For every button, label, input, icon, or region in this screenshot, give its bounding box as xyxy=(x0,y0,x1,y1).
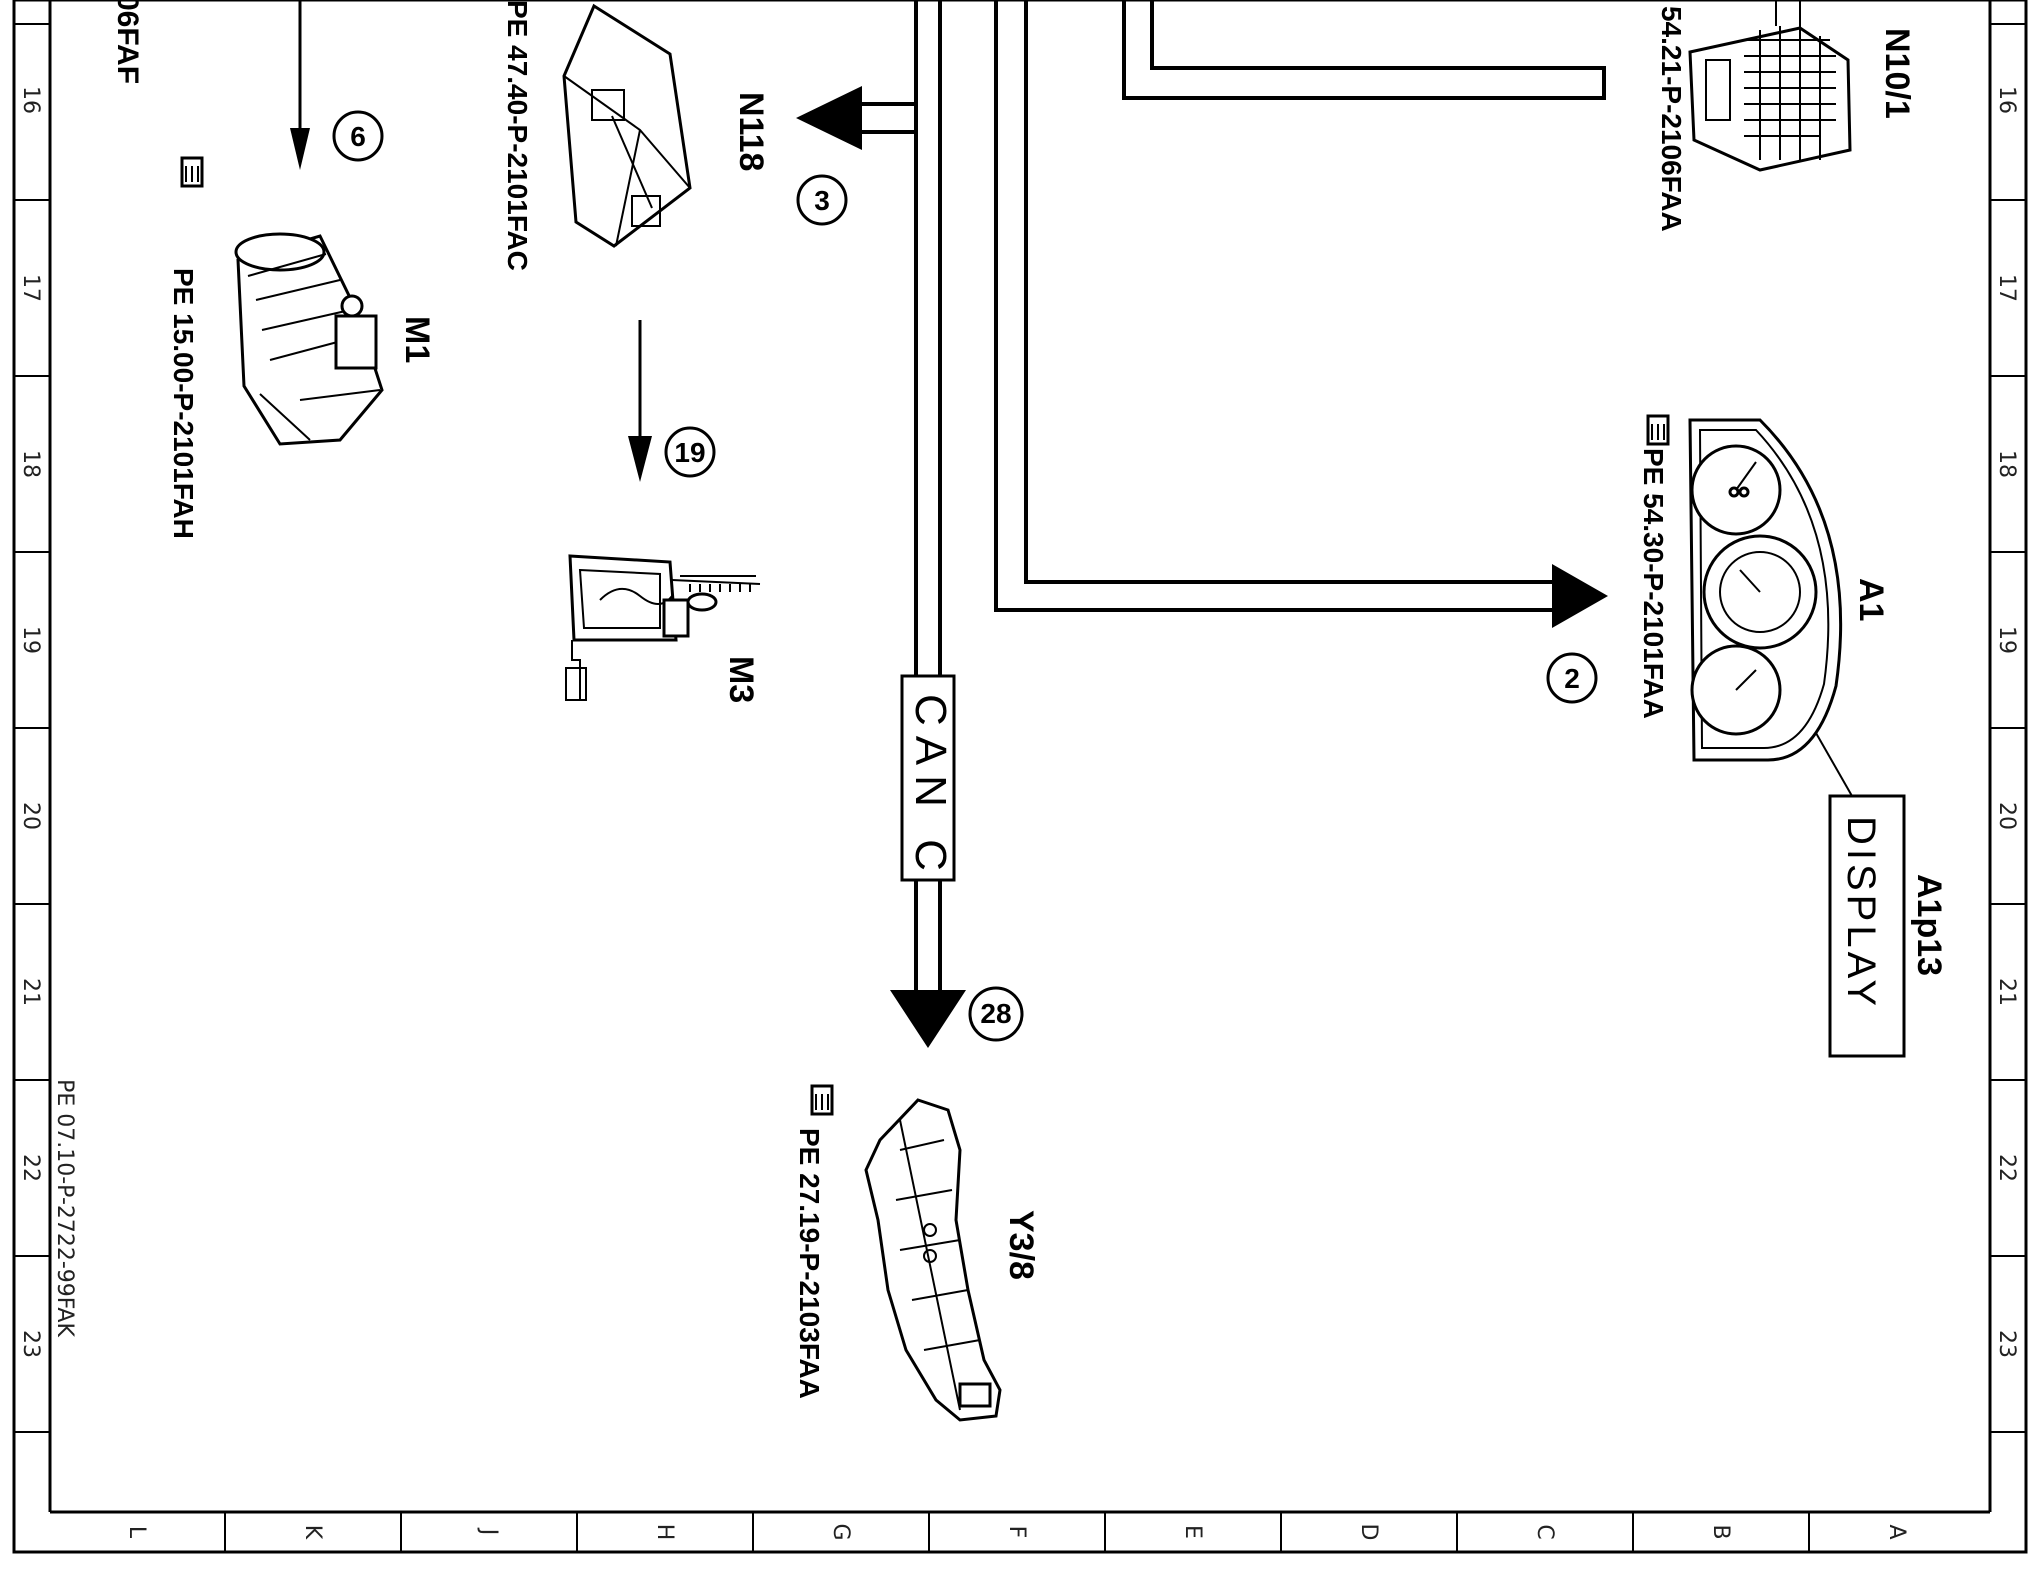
column-marker: H xyxy=(652,1524,677,1541)
row-marker: 21 xyxy=(18,978,43,1006)
column-marker: B xyxy=(1708,1524,1733,1539)
drawing-id: PE 07.10-P-2722-99FAK xyxy=(52,1079,77,1337)
n118-badge: 3 xyxy=(796,174,848,226)
display-text: DISPLAY xyxy=(1839,816,1883,1010)
partial-edge-text: 06FAF xyxy=(111,0,144,84)
svg-text:6: 6 xyxy=(350,121,366,152)
row-marker: 18 xyxy=(1994,450,2019,478)
column-marker: F xyxy=(1004,1526,1029,1539)
m3-code: M3 xyxy=(722,656,760,703)
m3-pump-icon xyxy=(565,554,761,701)
component-n118: N118 PE 47.40-P-2101FAC 3 xyxy=(502,0,848,271)
column-marker: J xyxy=(476,1527,501,1536)
n10-1-ref: 54.21-P-2106FAA xyxy=(1656,6,1687,232)
pointing-hand-icon xyxy=(180,156,204,188)
y3-8-badge: 28 xyxy=(968,986,1024,1042)
svg-text:CAN C: CAN C xyxy=(906,694,955,881)
sheet-frame xyxy=(12,0,2028,1554)
m1-badge: 6 xyxy=(332,110,384,162)
row-markers-right: 16 17 18 19 20 21 22 23 xyxy=(1994,86,2019,1358)
n118-code: N118 xyxy=(732,92,770,171)
component-y3-8: Y3/8 PE 27.19-P-2103FAA 28 xyxy=(794,986,1040,1422)
svg-text:19: 19 xyxy=(674,437,705,468)
row-marker: 16 xyxy=(18,86,43,114)
svg-text:28: 28 xyxy=(980,998,1011,1029)
row-marker: 23 xyxy=(18,1330,43,1358)
pointing-hand-icon xyxy=(810,1084,834,1116)
column-marker: D xyxy=(1356,1524,1381,1541)
component-a1: A1 PE 54.30-P-2101FAA 2 xyxy=(1546,414,1890,762)
row-marker: 19 xyxy=(18,626,43,654)
row-marker: 20 xyxy=(18,802,43,830)
arrow-to-m3 xyxy=(628,320,652,482)
display-box xyxy=(1828,794,1906,1058)
column-marker: E xyxy=(1180,1525,1205,1539)
a1-ref: PE 54.30-P-2101FAA xyxy=(1638,448,1669,719)
row-marker: 17 xyxy=(18,274,43,302)
column-marker: L xyxy=(124,1526,149,1539)
column-markers: L K J H G F E D C B A xyxy=(124,1523,1909,1540)
component-n10-1: N10/1 54.21-P-2106FAA xyxy=(1656,0,1916,232)
y3-8-valve-body-icon xyxy=(864,1098,1002,1422)
row-marker: 21 xyxy=(1994,978,2019,1006)
column-marker: A xyxy=(1884,1524,1909,1539)
arrow-to-n118 xyxy=(796,86,862,150)
n118-ref: PE 47.40-P-2101FAC xyxy=(502,0,533,271)
svg-text:3: 3 xyxy=(814,185,830,216)
n118-module-icon xyxy=(562,3,692,248)
a1-instrument-cluster-icon xyxy=(1688,418,1843,762)
can-bus-label: CAN C xyxy=(900,674,956,882)
a1p13-code: A1p13 xyxy=(1910,874,1948,976)
arrow-to-a1 xyxy=(1552,564,1608,628)
row-marker: 18 xyxy=(18,450,43,478)
m1-motor-icon xyxy=(234,232,384,446)
component-a1p13: DISPLAY A1p13 xyxy=(1828,794,1948,1058)
component-m1: M1 PE 15.00-P-2101FAH 6 xyxy=(168,110,436,539)
row-marker: 17 xyxy=(1994,274,2019,302)
m1-code: M1 xyxy=(398,316,436,363)
arrow-to-m1 xyxy=(290,0,310,170)
y3-8-code: Y3/8 xyxy=(1002,1210,1040,1280)
column-marker: K xyxy=(300,1525,325,1540)
m1-ref: PE 15.00-P-2101FAH xyxy=(168,268,199,539)
pointing-hand-icon xyxy=(1646,414,1670,446)
row-marker: 16 xyxy=(1994,86,2019,114)
column-marker: G xyxy=(828,1523,853,1540)
row-marker: 22 xyxy=(18,1154,43,1182)
m3-badge: 19 xyxy=(664,426,716,478)
svg-text:2: 2 xyxy=(1564,663,1580,694)
column-marker: C xyxy=(1532,1524,1557,1539)
row-marker: 23 xyxy=(1994,1330,2019,1358)
n10-1-code: N10/1 xyxy=(1878,28,1916,119)
row-marker: 19 xyxy=(1994,626,2019,654)
arrow-to-y3-8 xyxy=(890,990,966,1048)
n10-1-connector-icon xyxy=(1688,0,1852,172)
component-m3: M3 19 xyxy=(565,426,761,703)
row-marker: 22 xyxy=(1994,1154,2019,1182)
row-marker: 20 xyxy=(1994,802,2019,830)
a1-code: A1 xyxy=(1852,578,1890,621)
y3-8-ref: PE 27.19-P-2103FAA xyxy=(794,1128,825,1399)
a1-badge: 2 xyxy=(1546,652,1598,704)
wires xyxy=(862,0,1853,990)
row-markers-left: 16 17 18 19 20 21 22 23 xyxy=(18,86,43,1358)
